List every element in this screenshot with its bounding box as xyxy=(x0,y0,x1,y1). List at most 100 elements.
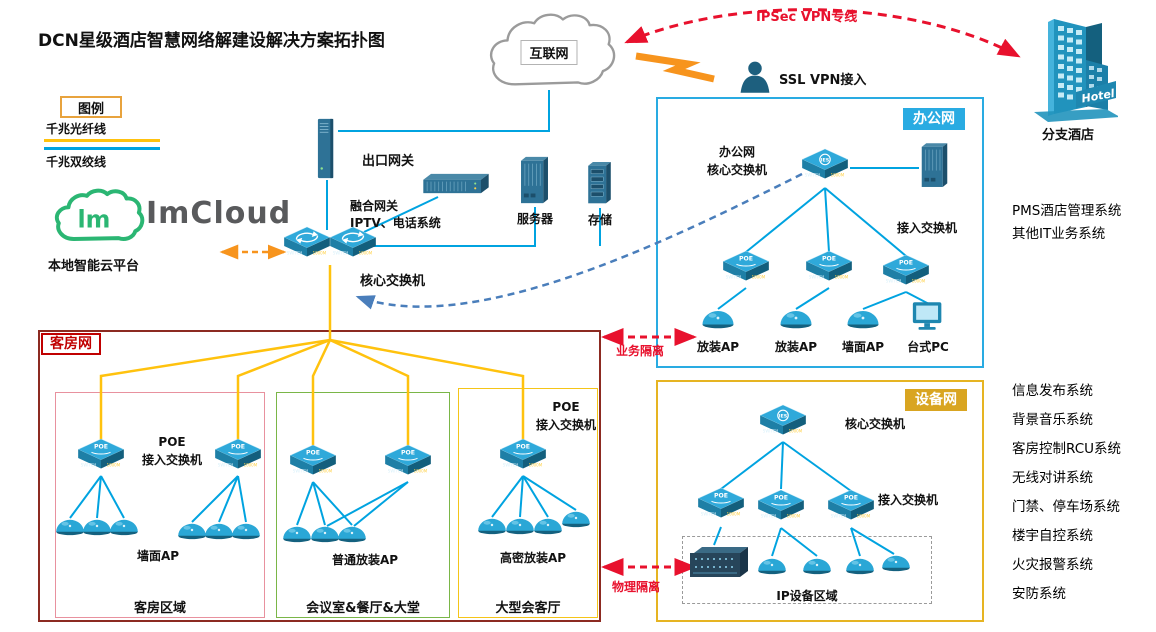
device-core-switch-icon: IES SWITCH 1000M xyxy=(758,404,808,444)
converged-gateway-label-line2: IPTV、电话系统 xyxy=(350,216,441,231)
ceiling-ap-icon xyxy=(281,523,313,543)
office-core-label: 办公网 核心交换机 xyxy=(707,143,767,179)
ip-rack-icon xyxy=(688,545,748,581)
guest-network-box xyxy=(38,330,601,622)
svg-text:SWITCH: SWITCH xyxy=(761,514,777,519)
office-wall-ap-icon xyxy=(845,307,881,329)
svg-text:IES: IES xyxy=(821,157,830,163)
high-density-ap-icon xyxy=(476,515,508,535)
wall-ap-icon xyxy=(81,516,113,536)
hall-poe-switch-icon: POE SWITCH 1000M xyxy=(498,438,548,478)
wall-ap-label: 墙面AP xyxy=(136,549,180,563)
office-access-switch-1-icon: POE SWITCH 1000M xyxy=(721,250,771,290)
svg-text:SWITCH: SWITCH xyxy=(831,514,847,519)
ipsec-vpn-label: IPSec VPN专线 xyxy=(756,10,858,25)
guest-poe-label: POE 接入交换机 xyxy=(142,433,202,469)
office-ap-1-icon xyxy=(700,307,736,329)
core-switch-1-icon: SWITCH 1000M xyxy=(282,226,332,266)
meeting-area-box xyxy=(276,392,450,618)
list-item: 火灾报警系统 xyxy=(1012,557,1093,573)
legend-twisted-line xyxy=(44,147,160,150)
hall-area-label: 大型会客厅 xyxy=(495,601,561,616)
device-access-label: 接入交换机 xyxy=(878,493,939,507)
ip-device-icon xyxy=(880,552,912,572)
list-item: 客房控制RCU系统 xyxy=(1012,441,1122,457)
office-endpoint-label: 放装AP xyxy=(696,340,740,354)
business-isolation-label: 业务隔离 xyxy=(615,344,665,358)
office-core-switch-icon: IES SWITCH 1000M xyxy=(800,148,850,188)
ip-device-icon xyxy=(844,555,876,575)
svg-text:SWITCH: SWITCH xyxy=(333,251,349,256)
guest-poe-label-line2: 接入交换机 xyxy=(141,453,203,467)
guest-area-label: 客房区域 xyxy=(133,601,187,616)
svg-text:SWITCH: SWITCH xyxy=(81,463,97,468)
branch-hotel-icon: Hotel xyxy=(1018,6,1120,124)
office-access-switch-3-icon: POE SWITCH 1000M xyxy=(881,254,931,294)
svg-text:SWITCH: SWITCH xyxy=(763,429,779,434)
office-tab: 办公网 xyxy=(903,108,965,131)
office-core-label-line1: 办公网 xyxy=(718,145,756,159)
svg-text:1000M: 1000M xyxy=(857,514,871,519)
device-access-switch-3-icon: POE SWITCH 1000M xyxy=(826,489,876,529)
office-access-switch-2-icon: POE SWITCH 1000M xyxy=(804,250,854,290)
svg-text:1000M: 1000M xyxy=(787,514,801,519)
hall-poe-label: POE 接入交换机 xyxy=(536,398,596,434)
guest-room-area-box xyxy=(55,392,265,618)
hall-poe-label-line1: POE xyxy=(552,400,580,414)
ceiling-ap-label: 普通放装AP xyxy=(331,553,399,567)
svg-text:POE: POE xyxy=(516,443,530,450)
svg-text:1000M: 1000M xyxy=(831,173,845,178)
ipsec-arrow xyxy=(624,8,1021,58)
page-title: DCN星级酒店智慧网络解建设解决方案拓扑图 xyxy=(38,31,385,51)
svg-text:1000M: 1000M xyxy=(789,429,803,434)
ceiling-ap-icon xyxy=(336,523,368,543)
device-network-box xyxy=(656,380,984,622)
core-switch-2-icon: SWITCH 1000M xyxy=(328,226,378,266)
wall-ap-icon xyxy=(176,520,208,540)
wall-ap-icon xyxy=(230,520,262,540)
core-switch-label: 核心交换机 xyxy=(360,274,426,289)
internet-label: 互联网 xyxy=(520,40,578,65)
storage-label: 存储 xyxy=(587,213,613,227)
office-network-box xyxy=(656,97,984,368)
svg-text:POE: POE xyxy=(306,449,320,456)
meeting-area-label: 会议室&餐厅&大堂 xyxy=(306,601,420,616)
svg-text:SWITCH: SWITCH xyxy=(886,279,902,284)
svg-text:POE: POE xyxy=(899,259,913,266)
svg-text:POE: POE xyxy=(94,443,108,450)
svg-text:POE: POE xyxy=(822,255,836,262)
fiber-lines xyxy=(99,265,525,446)
svg-text:SWITCH: SWITCH xyxy=(809,275,825,280)
list-item: 无线对讲系统 xyxy=(1012,470,1093,486)
converged-gateway-label: 融合网关 IPTV、电话系统 xyxy=(350,198,441,233)
device-systems-list: 信息发布系统 背景音乐系统 客房控制RCU系统 无线对讲系统 门禁、停车场系统 … xyxy=(1012,377,1121,609)
guest-tab: 客房网 xyxy=(41,333,101,356)
legend-twisted-label: 千兆双绞线 xyxy=(46,155,107,169)
svg-text:1000M: 1000M xyxy=(727,512,741,517)
list-item: 其他IT业务系统 xyxy=(1012,226,1106,242)
physical-isolation-label: 物理隔离 xyxy=(611,580,661,594)
svg-text:SWITCH: SWITCH xyxy=(805,173,821,178)
office-core-label-line2: 核心交换机 xyxy=(706,163,768,177)
svg-text:SWITCH: SWITCH xyxy=(503,463,519,468)
list-item: 信息发布系统 xyxy=(1012,383,1093,399)
converged-gateway-label-line1: 融合网关 xyxy=(350,199,399,213)
ssl-user-icon xyxy=(737,60,773,93)
high-density-ap-icon xyxy=(560,508,592,528)
guest-poe-switch-2-icon: POE SWITCH 1000M xyxy=(213,438,263,478)
meeting-poe-switch-1-icon: POE SWITCH 1000M xyxy=(288,444,338,484)
svg-text:SWITCH: SWITCH xyxy=(293,469,309,474)
ip-device-area-label: IP设备区域 xyxy=(776,589,838,603)
hall-area-box xyxy=(458,388,598,618)
svg-text:SWITCH: SWITCH xyxy=(287,251,303,256)
svg-text:1000M: 1000M xyxy=(107,463,121,468)
device-tab: 设备网 xyxy=(905,389,967,412)
local-cloud-label: 本地智能云平台 xyxy=(48,259,140,274)
desktop-pc-icon xyxy=(910,300,948,333)
office-endpoint-label: 台式PC xyxy=(907,340,949,354)
imcloud-logo-icon: lm xyxy=(50,186,145,248)
office-uplink-arrow xyxy=(355,172,803,310)
device-access-switch-2-icon: POE SWITCH 1000M xyxy=(756,489,806,529)
office-ap-2-icon xyxy=(778,307,814,329)
